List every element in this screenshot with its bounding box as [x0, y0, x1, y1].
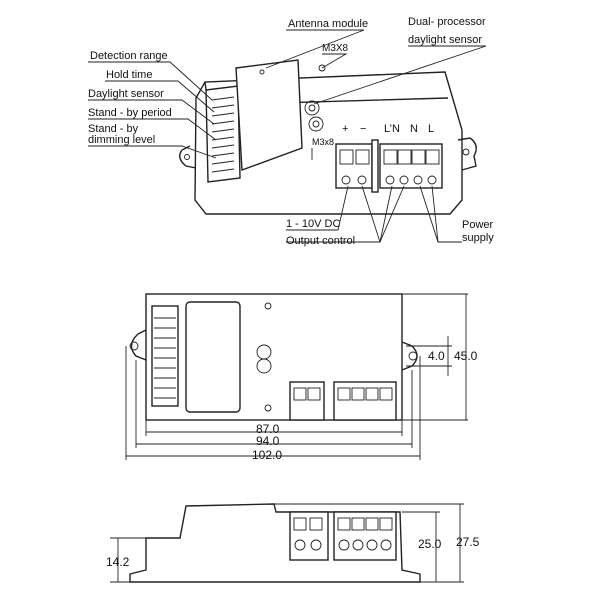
side-dimension-lines	[110, 503, 464, 583]
side-view	[129, 503, 421, 583]
plan-view	[129, 293, 418, 421]
label-hold-time: Hold time	[106, 69, 152, 81]
dim-14-2: 14.2	[106, 555, 130, 569]
label-power: Power	[462, 219, 494, 231]
dim-27-5: 27.5	[456, 535, 480, 549]
plan-dimension-lines	[125, 293, 468, 460]
label-standby-dim-l2: dimming level	[88, 134, 155, 146]
label-m3x8-side: M3x8	[312, 137, 334, 147]
label-standby-period: Stand - by period	[88, 107, 172, 119]
label-supply: supply	[462, 232, 494, 244]
terminal-ln: L’N	[384, 123, 400, 135]
label-standby-dim-l1: Stand - by	[88, 123, 139, 135]
isometric-view	[179, 59, 477, 215]
label-output-control: Output control	[286, 235, 355, 247]
label-detection-range: Detection range	[90, 50, 168, 62]
dim-94: 94.0	[256, 434, 280, 448]
callout-leaders-top	[265, 29, 487, 160]
label-antenna-module: Antenna module	[288, 18, 368, 30]
dim-25: 25.0	[418, 537, 442, 551]
dim-45: 45.0	[454, 349, 478, 363]
label-daylight-sensor: Daylight sensor	[88, 88, 164, 100]
label-daylight-sensor-top: daylight sensor	[408, 34, 482, 46]
terminal-plus: +	[342, 123, 348, 135]
dim-102: 102.0	[252, 448, 282, 462]
dim-4: 4.0	[428, 349, 445, 363]
label-dual-processor: Dual- processor	[408, 16, 486, 28]
terminal-minus: −	[360, 123, 366, 135]
terminal-l: L	[428, 123, 434, 135]
label-1-10v-dc: 1 - 10V DC	[286, 218, 340, 230]
terminal-n: N	[410, 123, 418, 135]
callout-leaders-bottom	[286, 185, 462, 243]
dim-87: 87.0	[256, 422, 280, 436]
callout-leaders-left	[88, 61, 217, 159]
label-m3x8-top: M3X8	[322, 43, 349, 54]
